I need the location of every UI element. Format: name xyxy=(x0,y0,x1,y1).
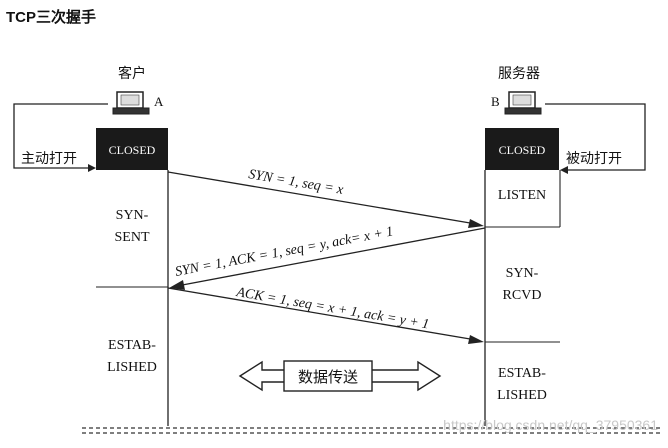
message-syn-arrowhead xyxy=(468,219,484,228)
server-computer-icon xyxy=(504,91,542,115)
server-state-listen: LISTEN xyxy=(498,188,546,203)
client-computer-icon xyxy=(112,91,150,115)
server-closed-label: CLOSED xyxy=(499,143,546,157)
server-open-arrowhead xyxy=(560,166,568,174)
server-state-syn-rcvd-2: RCVD xyxy=(503,288,542,303)
client-closed-label: CLOSED xyxy=(109,143,156,157)
client-closed-box xyxy=(96,128,168,170)
client-name: 客户 xyxy=(118,65,146,81)
client-state-syn-sent-1: SYN- xyxy=(116,208,149,223)
client-state-established-1: ESTAB- xyxy=(108,338,156,353)
server-tag: B xyxy=(491,94,500,109)
server-state-established-2: LISHED xyxy=(497,388,547,403)
server-open-loop xyxy=(545,103,646,171)
message-syn-arrow xyxy=(167,171,477,225)
watermark-text: https://blog.csdn.net/qq_37950361 xyxy=(443,417,658,433)
message-syn-ack-arrowhead xyxy=(169,280,185,290)
message-syn-ack-arrow xyxy=(176,227,486,287)
client-open-arrowhead xyxy=(88,164,96,172)
server-name: 服务器 xyxy=(498,65,540,81)
client-active-open-label: 主动打开 xyxy=(21,150,77,166)
data-transfer-double-arrow xyxy=(238,360,442,392)
client-state-established-2: LISHED xyxy=(107,360,157,375)
server-state-syn-rcvd-1: SYN- xyxy=(506,266,539,281)
message-ack-arrowhead xyxy=(468,335,484,344)
message-ack-arrow xyxy=(167,287,477,341)
server-closed-box xyxy=(485,128,559,170)
client-tag: A xyxy=(154,94,164,109)
client-state-syn-sent-2: SENT xyxy=(115,230,150,245)
message-ack-label: ACK = 1, seq = x + 1, ack = y + 1 xyxy=(234,285,430,332)
server-state-established-1: ESTAB- xyxy=(498,366,546,381)
data-transfer-label: 数据传送 xyxy=(298,369,358,386)
page-title: TCP三次握手 xyxy=(6,8,96,26)
message-syn-ack-label: SYN = 1, ACK = 1, seq = y, ack= x + 1 xyxy=(174,224,395,280)
server-passive-open-label: 被动打开 xyxy=(566,150,622,166)
client-open-loop xyxy=(13,103,108,169)
